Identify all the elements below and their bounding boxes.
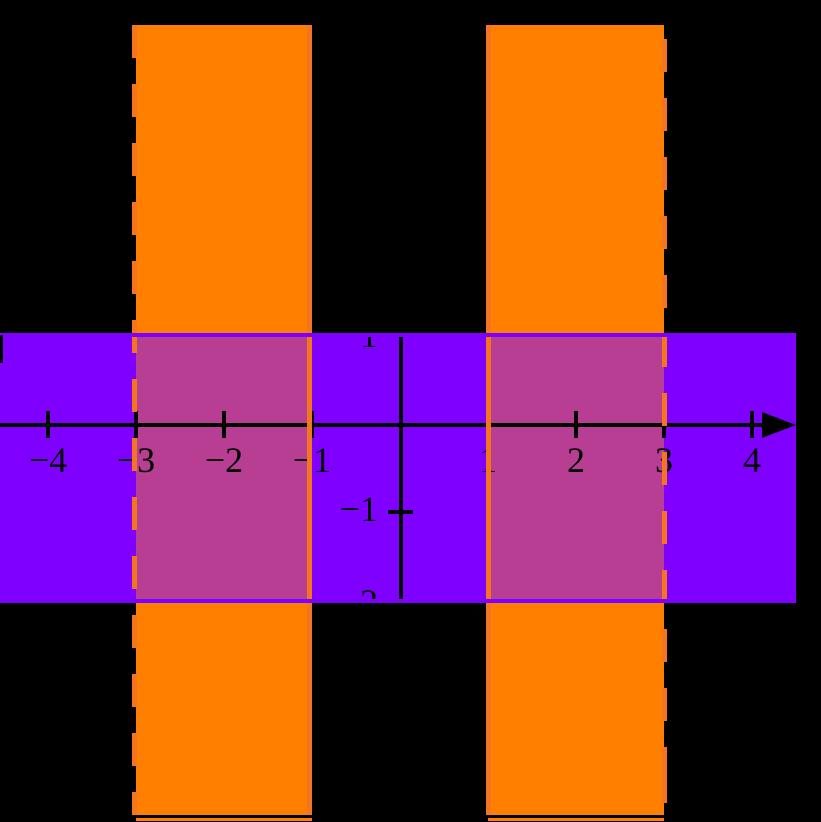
- x-axis-line: [0, 423, 764, 427]
- solid-boundary-x-neg1: [307, 25, 312, 815]
- dashed-boundary-x-neg3: [132, 25, 137, 815]
- x-tick: [574, 411, 578, 438]
- dashed-boundary-x-pos3: [662, 25, 667, 815]
- y-axis-line: [399, 333, 403, 599]
- overlap-region-right: [488, 333, 664, 603]
- x-tick: [222, 411, 226, 438]
- x-tick: [310, 411, 314, 438]
- y-tick-label: 1: [360, 333, 378, 355]
- y-tick-minus1: [388, 510, 413, 514]
- purple-band-bottom-edge: [0, 599, 796, 603]
- y-tick-label: −2: [339, 582, 378, 603]
- x-axis-arrowhead-icon: [762, 412, 796, 438]
- left-edge-notch: [0, 335, 3, 363]
- purple-band: −4 −3 −2 −1 1 2 3 4 1 −1 −2: [0, 333, 796, 603]
- orange-band-right-bottom-sliver: [488, 818, 664, 821]
- solid-boundary-x-pos1: [486, 25, 491, 815]
- y-tick-label: −1: [339, 489, 378, 529]
- orange-band-left-bottom-sliver: [136, 818, 312, 821]
- x-tick-label: −2: [204, 440, 244, 480]
- purple-band-top-edge: [0, 333, 796, 337]
- x-tick-label: 2: [567, 440, 585, 480]
- x-tick-label: 4: [743, 440, 761, 480]
- x-tick: [750, 411, 754, 438]
- x-tick: [46, 411, 50, 438]
- x-tick-label: −4: [28, 440, 68, 480]
- x-tick-label: −1: [292, 440, 332, 480]
- overlap-region-left: [136, 333, 312, 603]
